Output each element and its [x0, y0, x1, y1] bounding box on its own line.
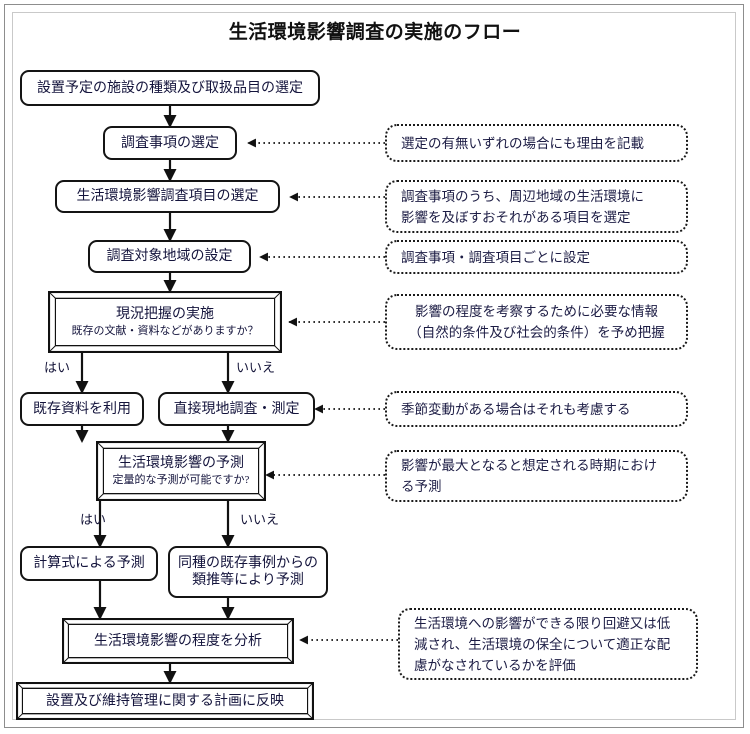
node-sublabel: 既存の文献・資料などがありますか？ [71, 324, 259, 337]
note-line: （自然的条件及び社会的条件）を予め把握 [408, 325, 665, 340]
note-line: 影響が最大となると想定される時期におけ [401, 458, 658, 473]
node-sublabel: 定量的な予測が可能ですか? [112, 473, 250, 486]
node-impact-degree-analysis[interactable]: 生活環境影響の程度を分析 [62, 618, 294, 664]
node-label: 同種の既存事例からの [178, 556, 318, 571]
node-label: 計算式による予測 [33, 556, 145, 571]
note-line: 調査事項・調査項目ごとに設定 [401, 249, 590, 265]
node-label: 生活環境影響調査項目の選定 [76, 189, 259, 204]
node-label: 現況把握の実施 [116, 306, 214, 322]
node-current-status-assessment[interactable]: 現況把握の実施 既存の文献・資料などがありますか？ [48, 291, 282, 353]
node-label: 生活環境影響の予測 [118, 455, 244, 471]
node-body: 現況把握の実施 既存の文献・資料などがありますか？ [55, 298, 275, 346]
note-max-impact-period: 影響が最大となると想定される時期におけ る予測 [385, 450, 688, 502]
branch-label-no-1: いいえ [236, 360, 276, 375]
note-area-per-item: 調査事項・調査項目ごとに設定 [385, 240, 688, 274]
node-label: 設置及び維持管理に関する計画に反映 [46, 693, 284, 709]
note-line: 慮がなされているかを評価 [414, 657, 576, 673]
node-target-area-setting[interactable]: 調査対象地域の設定 [88, 240, 251, 273]
node-facility-type-selection[interactable]: 設置予定の施設の種類及び取扱品目の選定 [20, 70, 320, 106]
node-survey-items-selection[interactable]: 調査事項の選定 [103, 126, 237, 160]
outer-frame-inner [12, 12, 736, 720]
note-selection-reason: 選定の有無いずれの場合にも理由を記載 [385, 124, 688, 162]
node-impact-prediction[interactable]: 生活環境影響の予測 定量的な予測が可能ですか? [96, 441, 266, 501]
node-label: 生活環境影響の程度を分析 [94, 633, 262, 649]
note-line: 減され、生活環境の保全について適正な配 [414, 636, 671, 652]
branch-label-yes-2: はい [80, 512, 107, 527]
note-line: る予測 [401, 479, 442, 494]
note-line: 選定の有無いずれの場合にも理由を記載 [401, 135, 644, 151]
node-body: 設置及び維持管理に関する計画に反映 [22, 688, 308, 714]
node-label: 調査事項の選定 [121, 135, 219, 151]
note-line: 季節変動がある場合はそれも考慮する [401, 401, 631, 417]
node-impact-survey-items-selection[interactable]: 生活環境影響調査項目の選定 [55, 180, 280, 213]
node-reflect-in-plan[interactable]: 設置及び維持管理に関する計画に反映 [16, 682, 314, 720]
note-seasonal-variation: 季節変動がある場合はそれも考慮する [385, 391, 688, 427]
note-line: 調査事項のうち、周辺地域の生活環境に [401, 188, 644, 204]
node-label: 既存資料を利用 [33, 401, 131, 417]
branch-label-no-2: いいえ [240, 512, 280, 527]
note-line: 生活環境への影響ができる限り回避又は低 [414, 615, 671, 631]
node-analogy-prediction[interactable]: 同種の既存事例からの 類推等により予測 [168, 546, 328, 598]
branch-label-yes-1: はい [44, 360, 71, 375]
node-label: 調査対象地域の設定 [106, 249, 233, 264]
note-survey-scope: 調査事項のうち、周辺地域の生活環境に 影響を及ぼすおそれがある項目を選定 [385, 180, 688, 233]
note-line: 影響を及ぼすおそれがある項目を選定 [401, 209, 631, 225]
note-evaluation-criteria: 生活環境への影響ができる限り回避又は低 減され、生活環境の保全について適正な配 … [398, 608, 698, 680]
node-label-second: 類推等により予測 [192, 573, 304, 588]
node-body: 生活環境影響の程度を分析 [68, 624, 288, 658]
note-preliminary-info: 影響の程度を考察するために必要な情報 （自然的条件及び社会的条件）を予め把握 [385, 294, 688, 350]
node-use-existing-materials[interactable]: 既存資料を利用 [20, 392, 144, 426]
page-title: 生活環境影響調査の実施のフロー [228, 21, 522, 43]
node-body: 生活環境影響の予測 定量的な予測が可能ですか? [103, 448, 259, 494]
node-formula-prediction[interactable]: 計算式による予測 [20, 546, 158, 581]
node-label: 設置予定の施設の種類及び取扱品目の選定 [37, 80, 303, 96]
node-label: 直接現地調査・測定 [173, 401, 300, 417]
note-line: 影響の程度を考察するために必要な情報 [415, 304, 658, 319]
node-direct-field-survey[interactable]: 直接現地調査・測定 [158, 392, 315, 426]
